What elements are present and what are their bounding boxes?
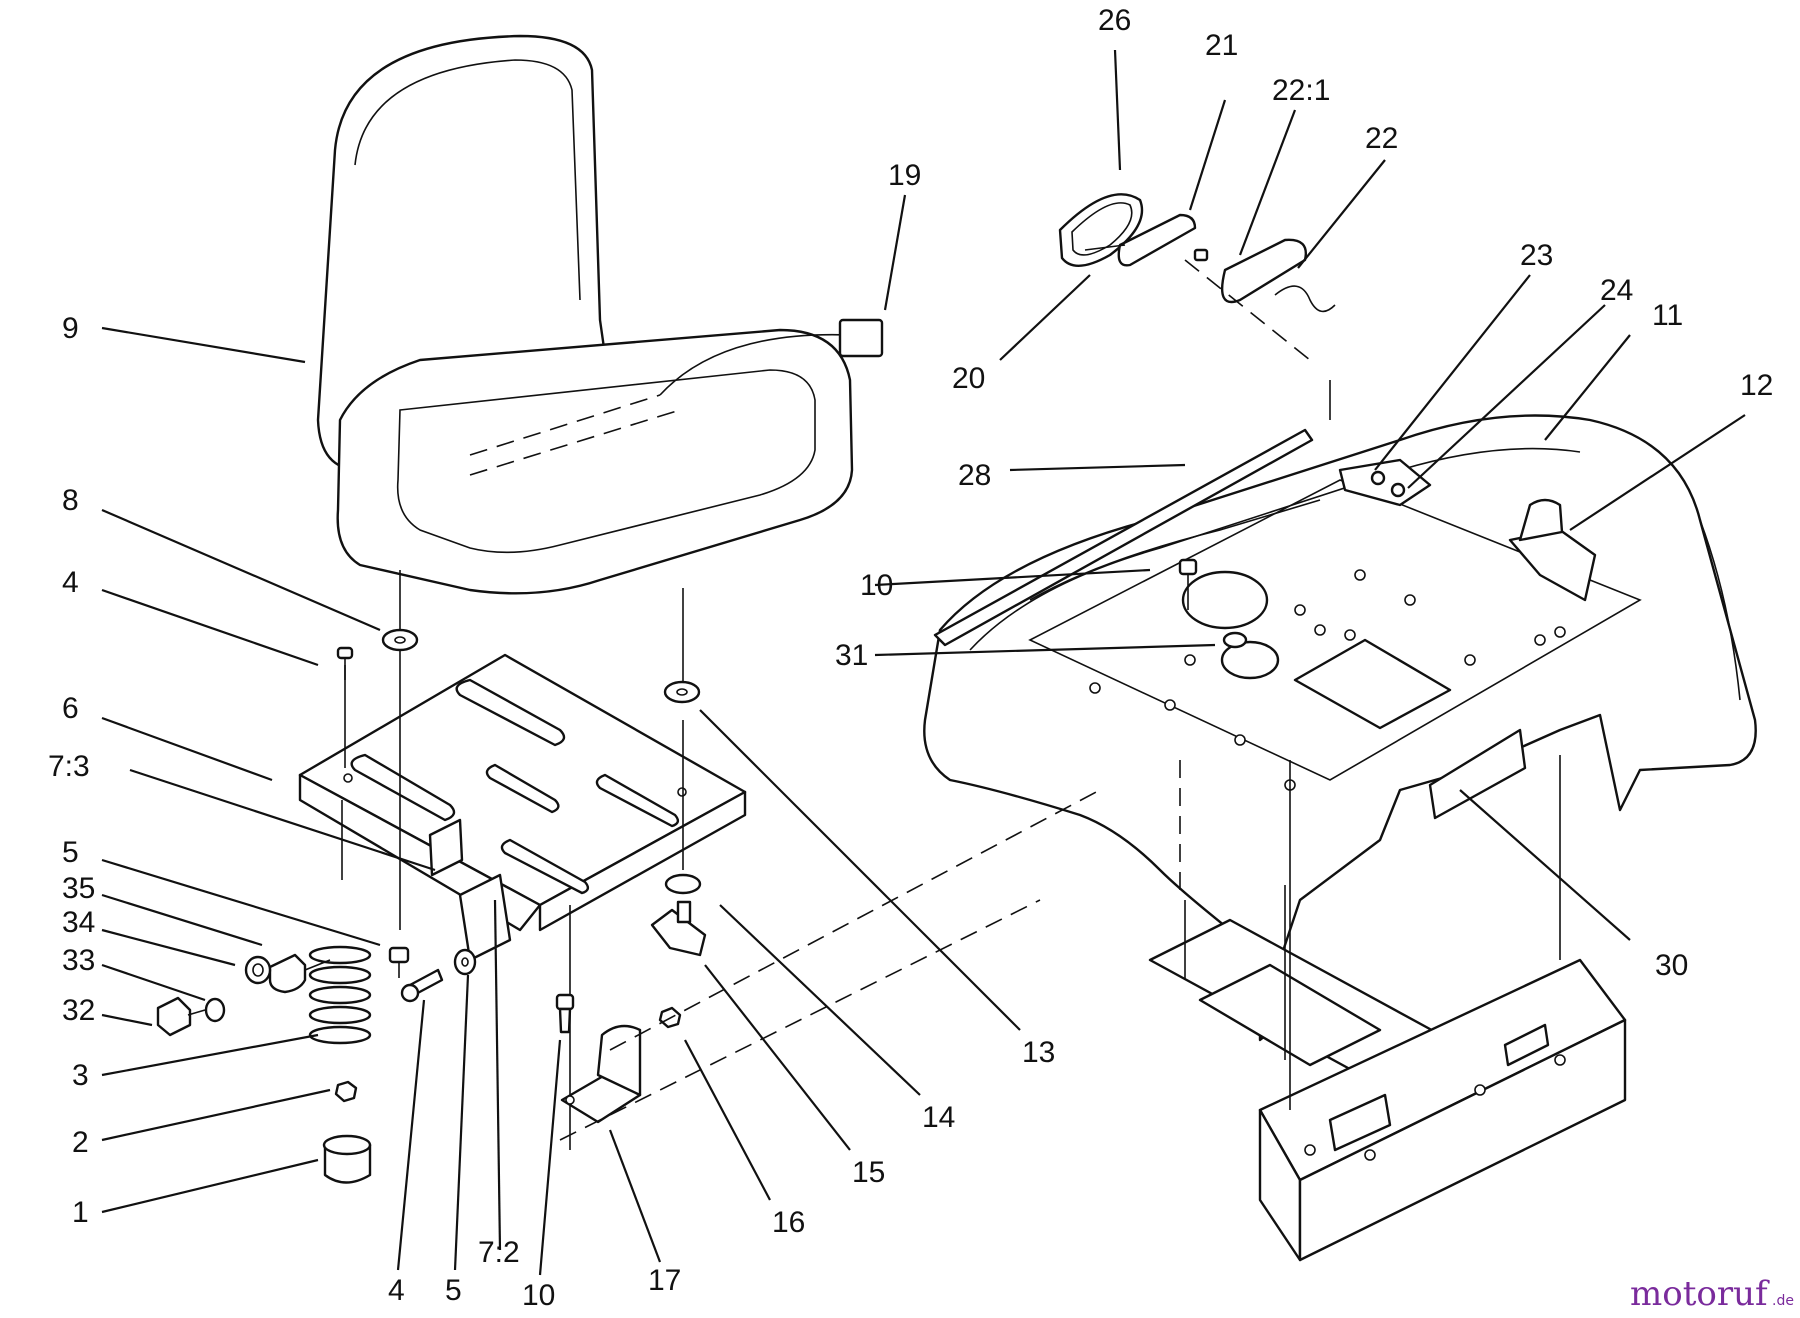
callout-9: 9: [62, 312, 79, 345]
callout-3: 3: [72, 1059, 89, 1092]
callout-2: 2: [72, 1126, 89, 1159]
callout-4b: 4: [388, 1274, 405, 1307]
seat-mounting-plate: [298, 653, 747, 962]
leader-lines: [101, 49, 1746, 1276]
tail-light-assembly: [1058, 193, 1336, 420]
callout-6: 5: [62, 836, 79, 869]
callout-26: 26: [1098, 4, 1131, 37]
callout-33: 33: [62, 944, 95, 977]
callout-32: 32: [62, 994, 95, 1027]
callout-labels: 9 8 4 6 7:3 5 35 34 33 32 3 2 1 4 5 7:2 …: [48, 4, 1773, 1312]
callout-31: 31: [835, 639, 868, 672]
callout-22: 22: [1365, 122, 1398, 155]
callout-24: 24: [1600, 274, 1633, 307]
callout-5: 5: [445, 1274, 462, 1307]
callout-17: 17: [648, 1264, 681, 1297]
fender: [923, 414, 1757, 1262]
callout-21: 21: [1205, 29, 1238, 62]
callout-20: 20: [952, 362, 985, 395]
spring-3: [308, 945, 372, 1045]
callout-8: 8: [62, 484, 79, 517]
watermark-suffix: .de: [1772, 1293, 1794, 1309]
callout-4a: 4: [62, 566, 79, 599]
seat-switch-plug: [838, 318, 884, 358]
callout-10b: 10: [522, 1279, 555, 1312]
watermark-text: motoruf: [1630, 1274, 1770, 1314]
callout-19: 19: [888, 159, 921, 192]
strip-28: [933, 428, 1314, 647]
callout-22-1: 22:1: [1272, 74, 1330, 107]
callout-16: 16: [772, 1206, 805, 1239]
callout-7: 6: [62, 692, 79, 725]
callout-7-3: 7:3: [48, 750, 90, 783]
knob-15: [650, 908, 707, 957]
callout-14: 14: [922, 1101, 955, 1134]
small-hardware: [156, 628, 707, 1184]
callout-7-2: 7:2: [478, 1236, 520, 1269]
seat: [316, 34, 884, 595]
callout-13: 13: [1022, 1036, 1055, 1069]
callout-11: 11: [1652, 299, 1683, 332]
callout-12: 12: [1740, 369, 1773, 402]
callout-35: 35: [62, 872, 95, 905]
callout-15: 15: [852, 1156, 885, 1189]
callout-28: 28: [958, 459, 991, 492]
callout-34: 34: [62, 906, 95, 939]
callout-1: 1: [72, 1196, 89, 1229]
callout-30: 30: [1655, 949, 1688, 982]
callout-23: 23: [1520, 239, 1553, 272]
callout-10a: 10: [860, 569, 893, 602]
watermark-logo: motoruf .de: [1630, 1274, 1794, 1314]
